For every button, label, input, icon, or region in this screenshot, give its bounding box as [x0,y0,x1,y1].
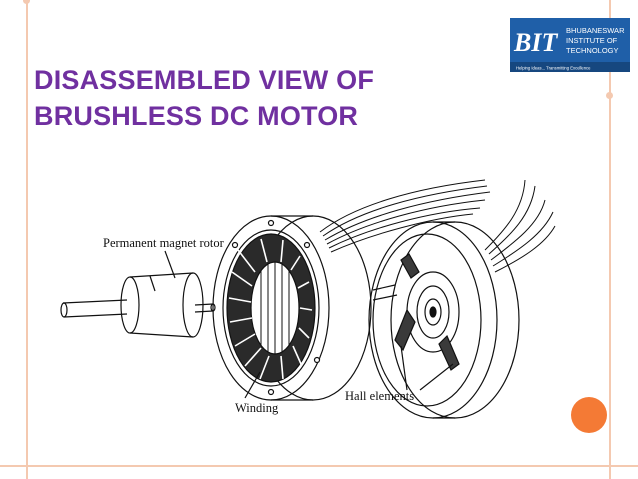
corner-dot-top [23,0,30,4]
decorative-dot [571,397,607,433]
label-rotor: Permanent magnet rotor [103,236,225,250]
logo-line-3: TECHNOLOGY [566,46,619,55]
end-plate [368,221,520,419]
corner-dot-right [606,92,613,99]
winding [226,233,316,383]
logo-line-1: BHUBANESWAR [566,26,625,35]
title-line-2: BRUSHLESS DC MOTOR [34,101,359,131]
slide-title: DISASSEMBLED VIEW OF BRUSHLESS DC MOTOR [34,62,454,134]
stator-wires [319,179,491,253]
border-top [26,0,28,479]
border-bottom [0,465,638,467]
title-line-1: DISASSEMBLED VIEW OF [34,65,375,95]
border-right [609,0,611,479]
plate-wires [484,179,556,273]
logo-mark: BIT [513,28,558,57]
magnet-rotor [120,272,204,338]
label-winding: Winding [235,401,279,415]
institute-logo: BIT BHUBANESWAR INSTITUTE OF TECHNOLOGY … [510,18,630,72]
motor-diagram: Permanent magnet rotor Winding Hall elem… [60,179,556,419]
logo-line-2: INSTITUTE OF [566,36,618,45]
logo-tagline: Helping Ideas... Transmitting Excellence [516,66,591,71]
label-hall: Hall elements [345,389,414,403]
